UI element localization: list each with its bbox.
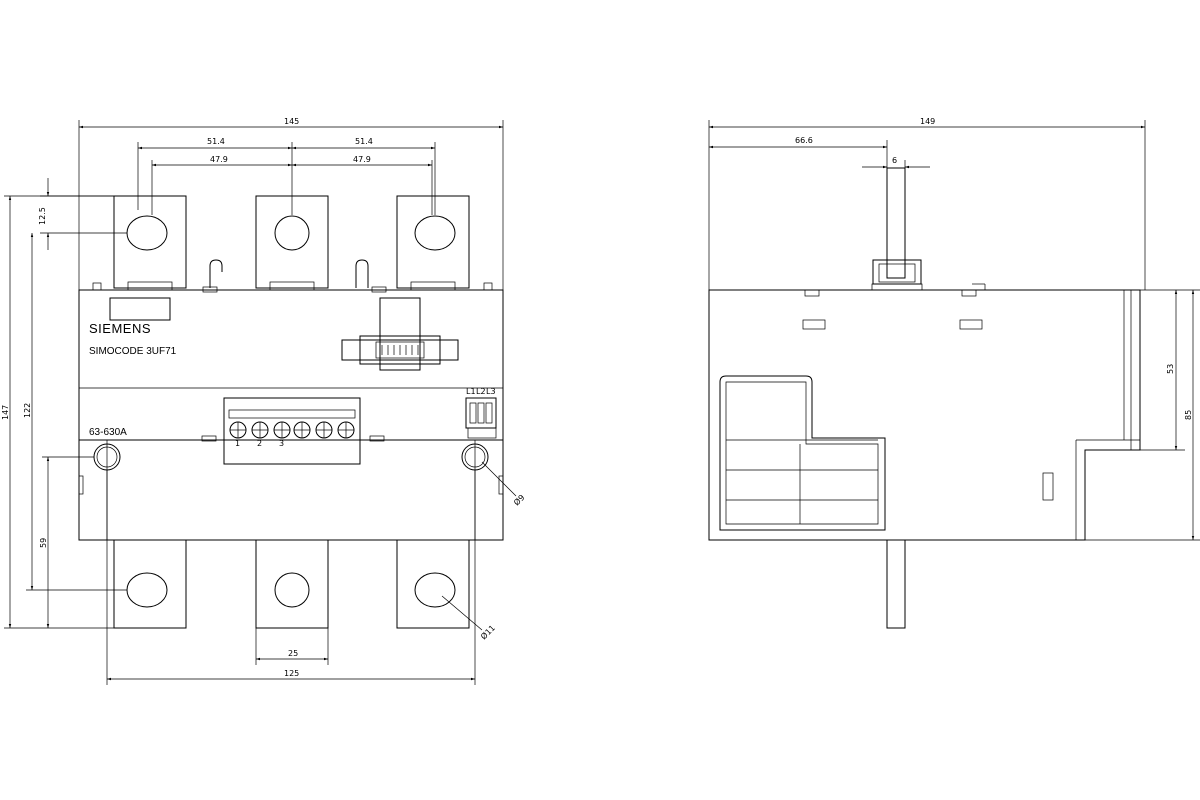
dim-inner-left: 47.9 bbox=[210, 155, 228, 164]
dim-height-122: 122 bbox=[23, 403, 32, 418]
dim-height-59: 59 bbox=[39, 538, 48, 548]
top-busbars bbox=[113, 195, 470, 291]
dim-pitch-right: 51.4 bbox=[355, 137, 373, 146]
dim-hole-offset: 12.5 bbox=[38, 207, 47, 225]
dim-busbar-hole-dia: Ø11 bbox=[478, 623, 497, 642]
phase-indicator: L1 L2 L3 bbox=[465, 387, 497, 439]
dim-bar-thickness: 6 bbox=[892, 156, 897, 165]
side-terminal-block bbox=[719, 375, 886, 531]
dim-overall-width: 145 bbox=[284, 117, 299, 126]
side-bottom-busbar bbox=[886, 539, 906, 629]
terminal-block: 1 2 3 bbox=[223, 397, 361, 465]
dim-mount-hole-dia: Ø9 bbox=[511, 492, 526, 507]
phase-label-l3: L3 bbox=[486, 387, 496, 396]
model-label: SIMOCODE 3UF71 bbox=[89, 346, 177, 357]
dim-pitch-left: 51.4 bbox=[207, 137, 225, 146]
dim-height-53: 53 bbox=[1166, 364, 1175, 374]
main-housing: SIEMENS SIMOCODE 3UF71 bbox=[78, 282, 504, 465]
side-top-busbar bbox=[886, 167, 906, 279]
brand-logo: SIEMENS bbox=[89, 321, 151, 336]
lower-frame bbox=[78, 435, 504, 541]
current-range-label: 63-630A bbox=[89, 427, 127, 438]
terminal-number-3: 3 bbox=[279, 439, 284, 448]
side-view: 149 66.6 6 53 85 bbox=[708, 117, 1200, 629]
dim-overall-depth: 149 bbox=[920, 117, 935, 126]
dim-depth-to-bar: 66.6 bbox=[795, 136, 813, 145]
terminal-number-1: 1 bbox=[235, 439, 240, 448]
interface-connector bbox=[341, 297, 459, 371]
dim-busbar-width: 25 bbox=[288, 649, 298, 658]
dim-mount-spacing: 125 bbox=[284, 669, 299, 678]
terminal-number-2: 2 bbox=[257, 439, 262, 448]
dim-overall-height: 147 bbox=[1, 405, 10, 420]
dim-inner-right: 47.9 bbox=[353, 155, 371, 164]
phase-label-l2: L2 bbox=[476, 387, 486, 396]
phase-label-l1: L1 bbox=[466, 387, 476, 396]
front-view: SIEMENS SIMOCODE 3UF71 bbox=[1, 117, 526, 685]
dim-height-85: 85 bbox=[1184, 410, 1193, 420]
bottom-busbars bbox=[113, 539, 470, 629]
